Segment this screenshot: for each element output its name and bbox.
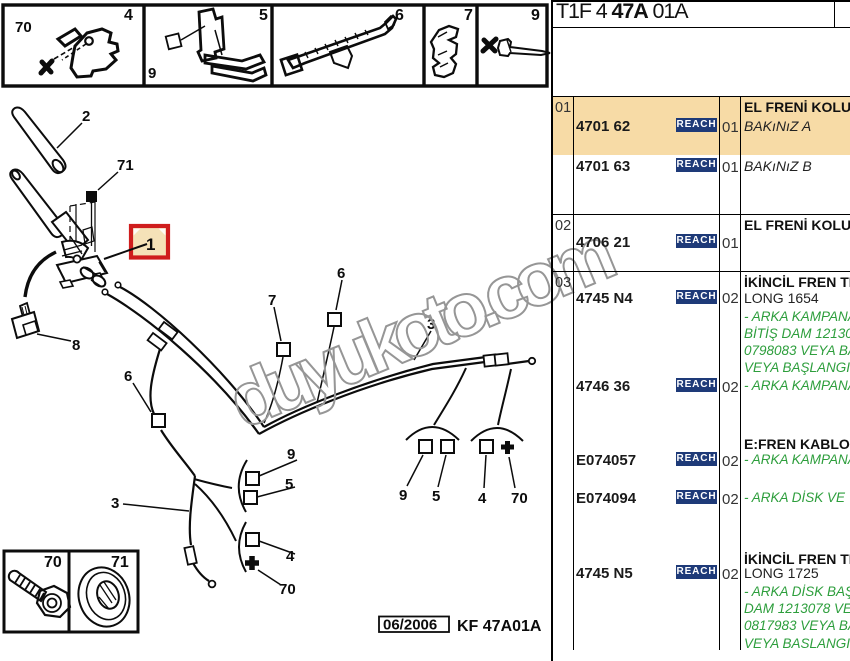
svg-text:70: 70 xyxy=(511,490,528,507)
svg-text:9: 9 xyxy=(287,446,295,463)
svg-text:6: 6 xyxy=(395,7,404,24)
svg-text:1: 1 xyxy=(146,235,155,254)
svg-text:71: 71 xyxy=(111,554,129,571)
svg-text:9: 9 xyxy=(531,7,540,24)
svg-text:5: 5 xyxy=(259,7,268,24)
svg-text:70: 70 xyxy=(279,581,296,598)
svg-text:8: 8 xyxy=(72,337,80,354)
svg-text:6: 6 xyxy=(337,265,345,282)
svg-text:06/2006: 06/2006 xyxy=(383,617,437,634)
svg-text:4: 4 xyxy=(478,490,487,507)
svg-text:3: 3 xyxy=(111,495,119,512)
svg-text:7: 7 xyxy=(464,7,473,24)
svg-text:4: 4 xyxy=(124,7,133,24)
svg-text:4: 4 xyxy=(286,548,295,565)
svg-text:2: 2 xyxy=(82,108,90,125)
svg-text:70: 70 xyxy=(44,554,62,571)
svg-text:70: 70 xyxy=(15,19,32,36)
svg-text:5: 5 xyxy=(432,488,440,505)
svg-text:KF 47A01A: KF 47A01A xyxy=(457,618,542,635)
svg-text:6: 6 xyxy=(124,368,132,385)
svg-text:7: 7 xyxy=(268,292,276,309)
svg-text:5: 5 xyxy=(285,476,293,493)
svg-text:9: 9 xyxy=(399,487,407,504)
svg-text:71: 71 xyxy=(117,157,134,174)
svg-text:9: 9 xyxy=(148,65,156,82)
svg-text:3: 3 xyxy=(427,316,435,333)
